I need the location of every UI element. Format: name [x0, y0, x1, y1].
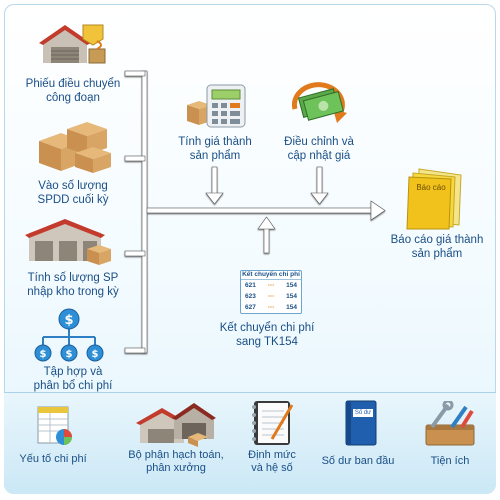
arrow-up-transfer-head [257, 216, 276, 230]
transfer-row-to: 154 [286, 304, 297, 311]
input-label-wip-line1: Vào số lượng [38, 180, 108, 192]
toolbar-item-norm[interactable]: Định mức và hệ số [232, 393, 312, 495]
transfer-table-title: Kết chuyển chi phí [241, 271, 301, 280]
transfer-row: 627 ⋯ 154 [245, 304, 297, 311]
transfer-label-line1: Kết chuyển chi phí [219, 322, 315, 334]
process-label-calc-line1: Tính giá thành [178, 136, 252, 148]
tools-icon [422, 399, 478, 447]
input-label-wip-line2: SPDD cuối kỳ [37, 194, 109, 206]
transfer-row-from: 627 [245, 304, 256, 311]
bracket-tick-2 [124, 155, 146, 162]
main-flow-line [146, 207, 372, 214]
process-label-adjust-line2: cập nhật giá [287, 150, 351, 162]
transfer-row-from: 623 [245, 293, 256, 300]
input-label-transfer-line2: công đoạn [46, 92, 100, 104]
transfer-table-icon[interactable]: Kết chuyển chi phí 621 ⋯ 154 623 ⋯ 154 6… [240, 270, 302, 314]
transfer-label: Kết chuyển chi phí sang TK154 [205, 321, 329, 349]
toolbar-label-utilities-line1: Tiện ích [430, 455, 470, 467]
input-label-wip: Vào số lượng SPDD cuối kỳ [13, 179, 133, 207]
transfer-row: 621 ⋯ 154 [245, 282, 297, 289]
svg-text:$: $ [92, 349, 99, 360]
input-label-transfer-line1: Phiếu điều chuyển [25, 78, 121, 90]
svg-text:$: $ [64, 313, 73, 328]
warehouse-transfer-icon[interactable] [39, 19, 111, 73]
toolbar-item-utilities[interactable]: Tiện ích [410, 393, 490, 495]
output-label-line1: Báo cáo giá thành [390, 234, 484, 246]
toolbar-label-utilities: Tiện ích [410, 455, 490, 468]
toolbar-label-department-line2: phân xưởng [146, 462, 206, 474]
report-folder-icon[interactable]: Báo cáo [405, 165, 469, 231]
process-label-calc-line2: sản phẩm [189, 150, 241, 162]
toolbar-item-opening-balance[interactable]: Số dư Số dư ban đầu [308, 393, 408, 495]
bracket-tick-4 [124, 347, 146, 354]
process-label-adjust: Điều chỉnh và cập nhật giá [269, 135, 369, 163]
opening-balance-icon: Số dư [340, 399, 380, 447]
opening-balance-book-text: Số dư [354, 410, 372, 416]
cost-factor-icon [34, 405, 74, 447]
money-refresh-icon[interactable] [287, 79, 351, 131]
toolbar-label-norm: Định mức và hệ số [232, 449, 312, 475]
money-tree-icon[interactable]: $ $ $ $ [31, 307, 107, 365]
toolbar-item-department[interactable]: Bộ phận hạch toán, phân xưởng [118, 393, 234, 495]
process-label-adjust-line1: Điều chỉnh và [284, 136, 354, 148]
transfer-row-from: 621 [245, 282, 256, 289]
bracket-tick-3 [124, 250, 146, 257]
toolbar-item-cost-factor[interactable]: Yếu tố chi phí [10, 393, 96, 495]
boxes-icon[interactable] [37, 119, 115, 175]
arrow-down-adjust-head [310, 192, 329, 205]
toolbar-label-opening-balance: Số dư ban đầu [308, 455, 408, 468]
toolbar-label-norm-line2: và hệ số [251, 462, 293, 474]
arrow-up-transfer [263, 226, 270, 254]
input-label-transfer: Phiếu điều chuyển công đoạn [13, 77, 133, 105]
input-label-allocate: Tập hợp và phân bổ chi phí [13, 365, 133, 393]
toolbar-label-norm-line1: Định mức [248, 449, 296, 461]
process-label-calc: Tính giá thành sản phẩm [165, 135, 265, 163]
input-label-stock-line2: nhập kho trong kỳ [27, 286, 119, 298]
svg-text:$: $ [66, 349, 73, 360]
calculator-icon[interactable] [185, 79, 249, 131]
transfer-row-to: 154 [286, 293, 297, 300]
department-icon [136, 399, 216, 447]
norm-notebook-icon [250, 399, 296, 447]
transfer-row: 623 ⋯ 154 [245, 293, 297, 300]
toolbar-label-department-line1: Bộ phận hạch toán, [128, 449, 224, 461]
svg-text:$: $ [40, 349, 47, 360]
input-label-allocate-line2: phân bổ chi phí [33, 380, 113, 392]
toolbar-label-cost-factor-line1: Yếu tố chi phí [19, 453, 87, 465]
transfer-label-line2: sang TK154 [236, 336, 298, 348]
arrow-down-calc [211, 166, 218, 196]
toolbar-label-department: Bộ phận hạch toán, phân xưởng [118, 449, 234, 475]
toolbar-label-cost-factor: Yếu tố chi phí [10, 453, 96, 466]
input-label-allocate-line1: Tập hợp và [43, 366, 103, 378]
toolbar-label-opening-balance-line1: Số dư ban đầu [321, 455, 395, 467]
transfer-row-to: 154 [286, 282, 297, 289]
main-flow-arrowhead [370, 200, 386, 221]
arrow-down-adjust [316, 166, 323, 196]
bracket-tick-1 [124, 70, 146, 77]
flow-connectors [124, 70, 386, 354]
warehouse-icon[interactable] [25, 217, 113, 269]
arrow-down-calc-head [205, 192, 224, 205]
bottom-toolbar: Yếu tố chi phí Bộ phận hạch toán, phân [4, 392, 496, 494]
input-label-stock: Tính số lượng SP nhập kho trong kỳ [13, 271, 133, 299]
output-label: Báo cáo giá thành sản phẩm [377, 233, 495, 261]
output-label-line2: sản phẩm [411, 248, 463, 260]
report-folder-text: Báo cáo [416, 183, 446, 192]
bracket-vertical [141, 70, 148, 354]
input-label-stock-line1: Tính số lượng SP [27, 272, 119, 284]
